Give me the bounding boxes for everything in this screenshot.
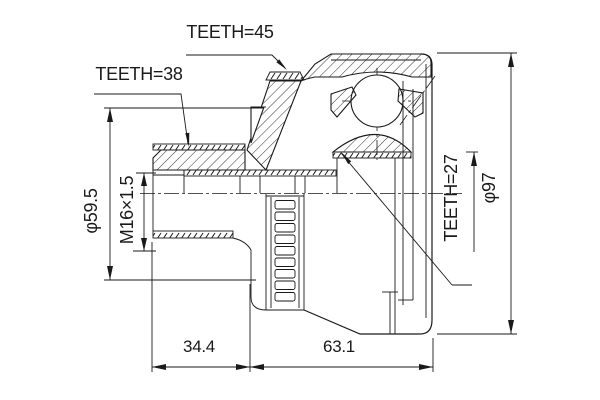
spline-teeth-strip (152, 143, 246, 151)
stub-shaft-spline-section (152, 143, 246, 193)
boot-groove-ribs (274, 200, 296, 302)
callout-teeth-27: TEETH=27 (340, 151, 478, 286)
dimension-diameter-59-5: φ59.5 (81, 107, 263, 281)
housing-right-face (419, 53, 433, 335)
dim-63-1: 63.1 (323, 337, 355, 356)
dim-diameter-59-5: φ59.5 (81, 188, 101, 233)
label-teeth-45: TEETH=45 (186, 22, 273, 42)
cage-left (330, 86, 357, 118)
label-teeth-38: TEETH=38 (95, 64, 182, 84)
spline-hatched-band (152, 149, 246, 171)
housing-neck (246, 71, 305, 172)
inner-race-spline-strip (332, 151, 412, 159)
dim-thread-m16: M16×1.5 (117, 175, 137, 244)
internal-spline-engagement (183, 169, 337, 193)
dim-34-4: 34.4 (183, 337, 215, 356)
abs-ring-teeth (265, 71, 305, 81)
inner-race (331, 133, 413, 153)
dim-diameter-97: φ97 (479, 172, 499, 203)
callout-teeth-38: TEETH=38 (94, 64, 190, 147)
ball-bearing (350, 74, 404, 128)
dimension-diameter-97: φ97 (437, 52, 517, 335)
housing-bottom-edge (303, 309, 420, 335)
dimension-bottom-lengths: 34.4 63.1 (151, 242, 434, 372)
bell-housing (300, 53, 433, 335)
label-teeth-27: TEETH=27 (441, 154, 461, 241)
stub-shaft-exterior (152, 193, 267, 311)
dimension-thread-m16: M16×1.5 (117, 172, 156, 252)
boot-groove-band (265, 194, 420, 335)
thread-crest-strip (152, 230, 234, 239)
callout-teeth-45: TEETH=45 (186, 22, 287, 70)
cage-right (397, 88, 424, 118)
